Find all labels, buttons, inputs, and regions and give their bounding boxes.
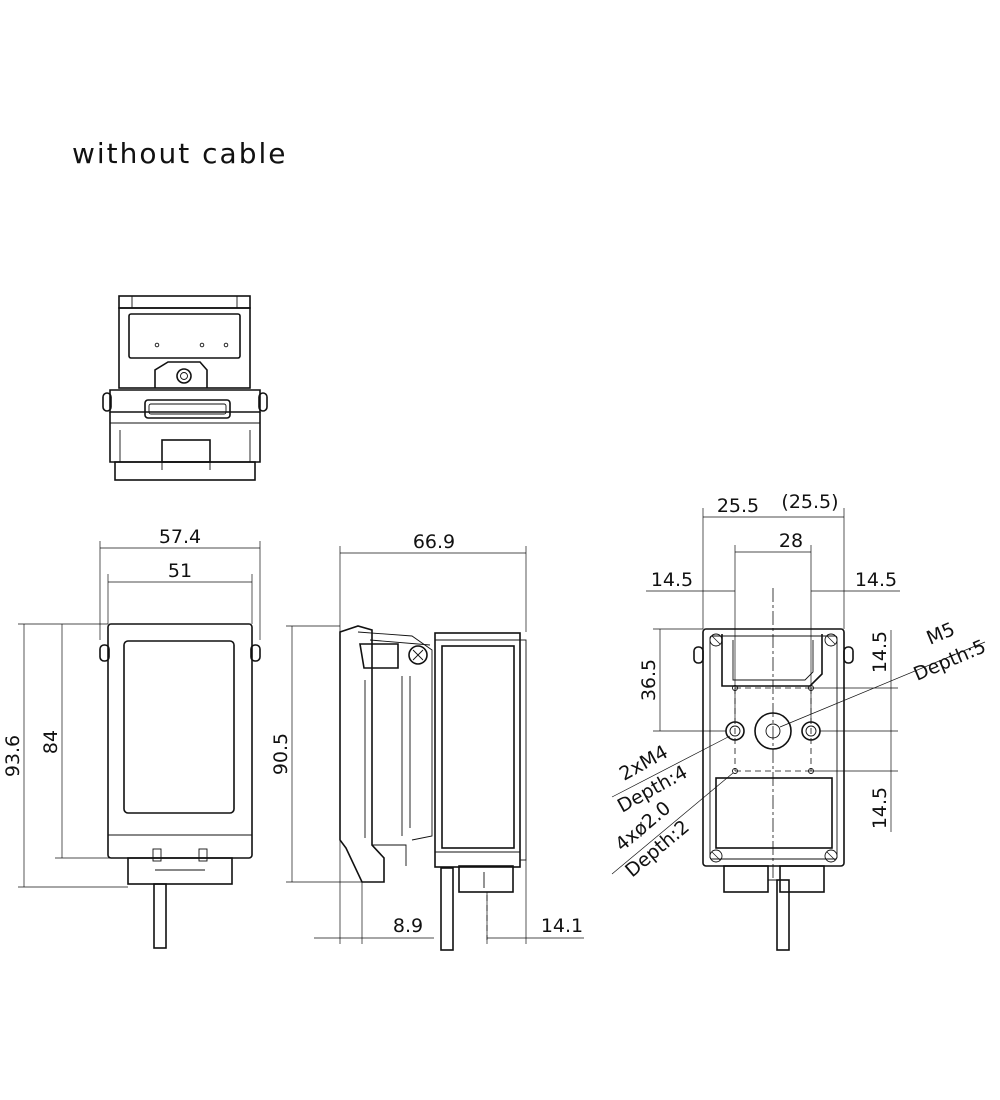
dim-height-84: 84 bbox=[40, 730, 62, 754]
top-view bbox=[102, 295, 268, 481]
dim-half-25-5-ref: (25.5) bbox=[781, 491, 838, 513]
rear-view-callouts: M5 Depth:5 2xM4 Depth:4 4xø2.0 Depth:2 bbox=[611, 618, 989, 882]
rear-view-dimensions: 25.5 (25.5) 28 14.5 14.5 36.5 14.5 14.5 bbox=[638, 491, 900, 832]
callout-m5-depth: Depth:5 bbox=[910, 636, 989, 686]
dim-spacing-28: 28 bbox=[779, 530, 803, 552]
dim-offset-14-1: 14.1 bbox=[541, 915, 583, 937]
drawing-title: without cable bbox=[72, 137, 288, 170]
dim-left-14-5: 14.5 bbox=[651, 569, 693, 591]
rear-view bbox=[693, 588, 854, 951]
dim-height-90-5: 90.5 bbox=[270, 733, 292, 775]
dim-height-93-6: 93.6 bbox=[2, 735, 24, 777]
dim-vertical-14-5-lower: 14.5 bbox=[869, 787, 891, 829]
dim-width-51: 51 bbox=[168, 560, 192, 582]
dim-width-57-4: 57.4 bbox=[159, 526, 201, 548]
front-view-dimensions: 57.4 51 93.6 84 bbox=[2, 526, 261, 888]
dim-half-25-5: 25.5 bbox=[717, 495, 759, 517]
dim-offset-8-9: 8.9 bbox=[393, 915, 423, 937]
side-view-dimensions: 66.9 90.5 8.9 14.1 bbox=[270, 531, 584, 944]
dim-vertical-36-5: 36.5 bbox=[638, 659, 660, 701]
front-view bbox=[99, 623, 261, 949]
dim-vertical-14-5-upper: 14.5 bbox=[869, 631, 891, 673]
dim-right-14-5: 14.5 bbox=[855, 569, 897, 591]
side-view bbox=[339, 625, 527, 951]
callout-m5: M5 bbox=[923, 618, 958, 649]
dim-depth-66-9: 66.9 bbox=[413, 531, 455, 553]
